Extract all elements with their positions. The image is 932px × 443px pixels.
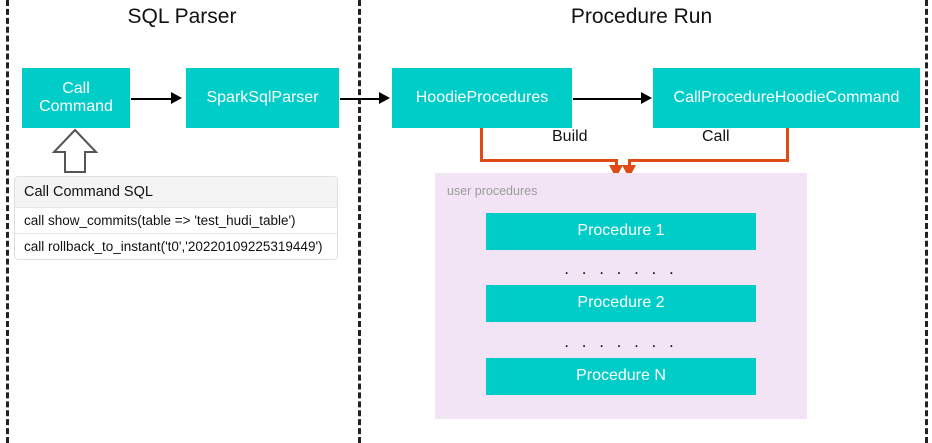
sql-table-header: Call Command SQL bbox=[15, 177, 337, 208]
edge-label-build: Build bbox=[547, 128, 593, 146]
node-call-procedure-hoodie-command[interactable]: CallProcedureHoodieCommand bbox=[653, 68, 920, 128]
procedures-ellipsis: . . . . . . . bbox=[564, 259, 678, 278]
block-arrow-up-icon bbox=[51, 128, 99, 174]
build-edge-vertical-end bbox=[615, 159, 618, 167]
sql-table-row[interactable]: call rollback_to_instant('t0','202201092… bbox=[24, 239, 323, 254]
node-spark-sql-parser[interactable]: SparkSqlParser bbox=[186, 68, 339, 128]
node-call-command-line2: Command bbox=[39, 98, 113, 115]
call-edge-vertical-start bbox=[786, 128, 789, 162]
edge-label-call: Call bbox=[697, 128, 735, 146]
divider-middle bbox=[358, 0, 361, 443]
arrow-hoodie-to-callprocedure-line bbox=[573, 98, 643, 100]
node-call-command-line1: Call bbox=[62, 79, 90, 97]
arrow-call-command-to-spark-head-icon bbox=[171, 92, 182, 104]
section-title-sql-parser: SQL Parser bbox=[127, 5, 237, 28]
arrow-spark-to-hoodie-line bbox=[340, 98, 382, 100]
section-title-procedure-run: Procedure Run bbox=[570, 5, 713, 28]
divider-right bbox=[925, 0, 928, 443]
user-procedures-label: user procedures bbox=[447, 184, 538, 198]
procedures-ellipsis: . . . . . . . bbox=[564, 332, 678, 351]
procedure-item-n[interactable]: Procedure N bbox=[486, 358, 756, 395]
sql-table-row[interactable]: call show_commits(table => 'test_hudi_ta… bbox=[15, 208, 337, 234]
procedure-item-2[interactable]: Procedure 2 bbox=[486, 285, 756, 322]
procedure-item-1[interactable]: Procedure 1 bbox=[486, 213, 756, 250]
node-hoodie-procedures[interactable]: HoodieProcedures bbox=[392, 68, 572, 128]
divider-left bbox=[6, 0, 9, 443]
arrow-hoodie-to-callprocedure-head-icon bbox=[641, 92, 652, 104]
node-call-command[interactable]: Call Command bbox=[22, 68, 130, 128]
build-edge-horizontal bbox=[480, 159, 618, 162]
arrow-spark-to-hoodie-head-icon bbox=[379, 92, 390, 104]
call-edge-vertical-end bbox=[628, 159, 631, 167]
build-edge-vertical-start bbox=[480, 128, 483, 162]
call-command-sql-table: Call Command SQL call show_commits(table… bbox=[14, 176, 338, 260]
call-edge-horizontal bbox=[628, 159, 789, 162]
arrow-call-command-to-spark-line bbox=[131, 98, 173, 100]
